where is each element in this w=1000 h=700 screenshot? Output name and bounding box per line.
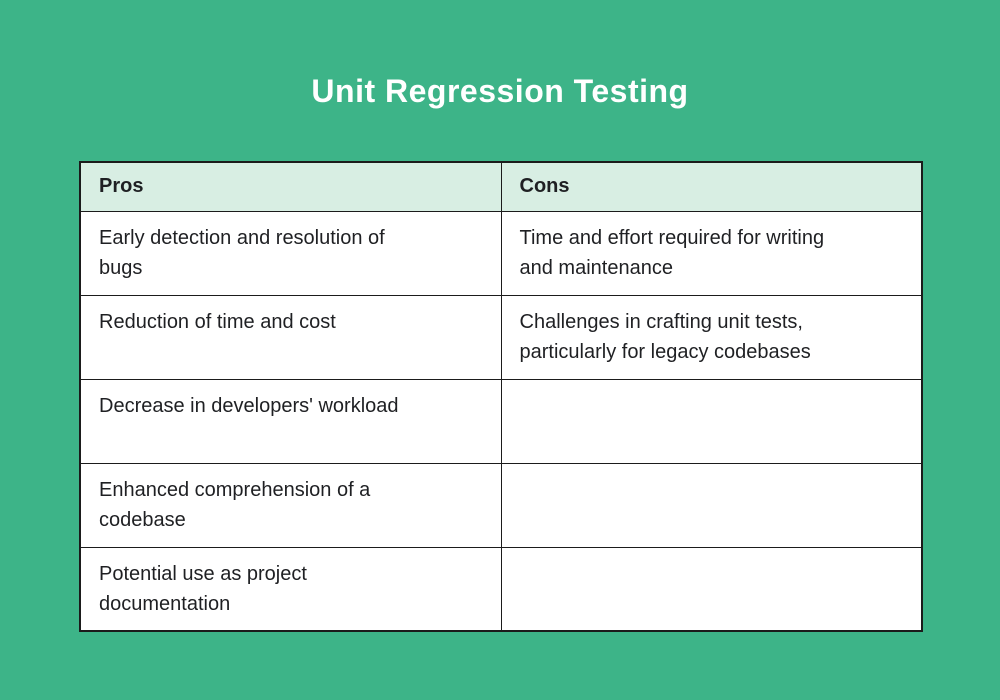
pros-cell: Reduction of time and cost: [79, 294, 502, 380]
column-header-pros: Pros: [79, 161, 502, 212]
page-title: Unit Regression Testing: [311, 73, 689, 109]
pros-cell: Potential use as project documentation: [79, 546, 502, 632]
cell-text: Early detection and resolution of bugs: [99, 226, 385, 279]
table-row: Enhanced comprehension of a codebase: [79, 462, 923, 548]
cell-text: Potential use as project documentation: [99, 562, 307, 615]
cons-cell: Challenges in crafting unit tests, parti…: [500, 294, 923, 380]
cell-text: Reduction of time and cost: [99, 310, 336, 333]
pros-cell: Decrease in developers' workload: [79, 378, 502, 464]
cons-cell: [500, 378, 923, 464]
table-header-row: Pros Cons: [79, 161, 923, 212]
pros-cell: Enhanced comprehension of a codebase: [79, 462, 502, 548]
column-header-cons: Cons: [500, 161, 923, 212]
table-row: Reduction of time and cost Challenges in…: [79, 294, 923, 380]
cons-cell: Time and effort required for writing and…: [500, 210, 923, 296]
cell-text: Enhanced comprehension of a codebase: [99, 478, 371, 531]
cell-text: Challenges in crafting unit tests, parti…: [519, 310, 811, 363]
pros-cell: Early detection and resolution of bugs: [79, 210, 502, 296]
table-row: Decrease in developers' workload: [79, 378, 923, 464]
table-row: Early detection and resolution of bugs T…: [79, 210, 923, 296]
cell-text: Decrease in developers' workload: [99, 394, 399, 417]
table-row: Potential use as project documentation: [79, 546, 923, 632]
cons-cell: [500, 546, 923, 632]
cell-text: Time and effort required for writing and…: [519, 226, 825, 279]
cons-cell: [500, 462, 923, 548]
pros-cons-table: Pros Cons Early detection and resolution…: [79, 161, 923, 632]
